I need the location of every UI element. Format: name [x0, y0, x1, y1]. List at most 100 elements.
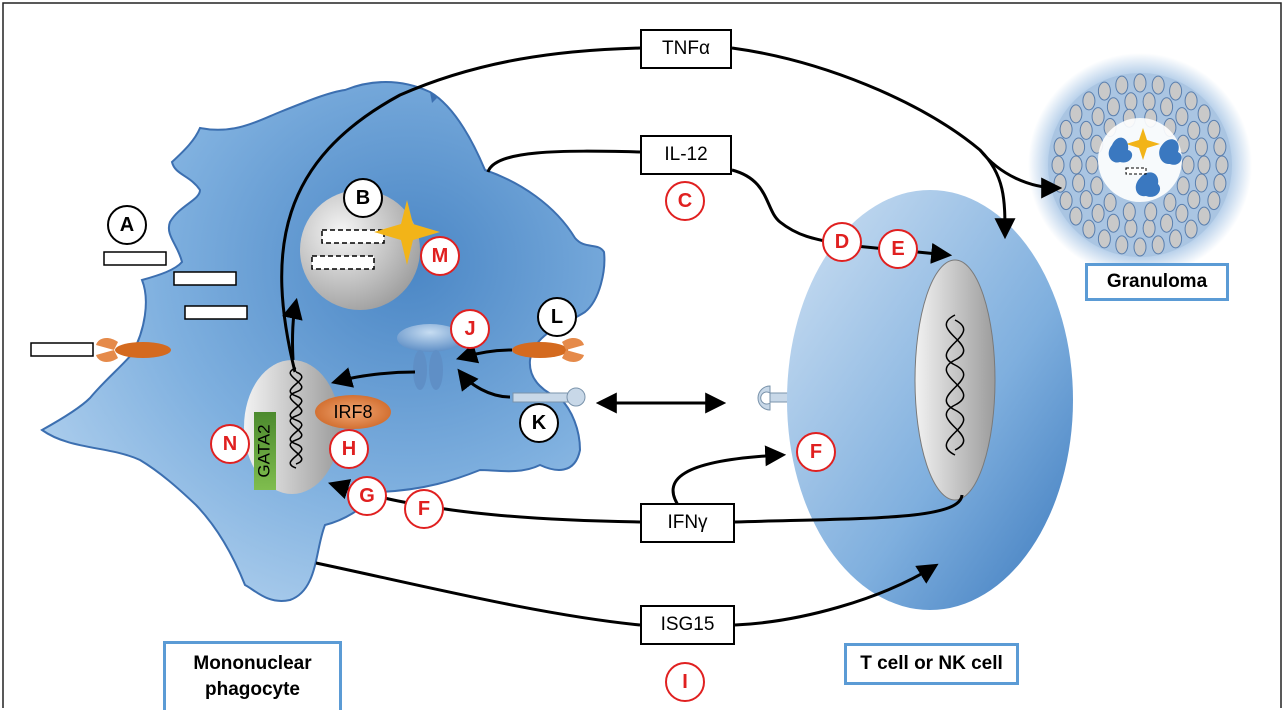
granuloma-cell: [1160, 97, 1174, 117]
granuloma-cell: [1091, 107, 1105, 127]
granuloma-cell: [1115, 235, 1129, 255]
granuloma-cell: [1079, 120, 1093, 140]
granuloma-cell: [1160, 213, 1174, 233]
granuloma-cell: [1187, 120, 1201, 140]
granuloma-cell: [1144, 202, 1158, 222]
granuloma-cell: [1187, 190, 1201, 210]
label-H: H: [329, 429, 369, 469]
pathway-arrows: [280, 46, 1063, 627]
label-C: C: [665, 181, 705, 221]
receptor-L: [512, 338, 584, 362]
tcell-dna-1: [945, 314, 965, 451]
granuloma-cell: [1169, 229, 1183, 249]
granuloma-cell: [1122, 202, 1136, 222]
granuloma-cell: [1163, 193, 1177, 212]
granuloma-cell: [1097, 229, 1111, 249]
cytokine-isg15: ISG15: [640, 605, 735, 645]
granuloma-cell: [1097, 81, 1111, 101]
granuloma-cell: [1181, 155, 1195, 175]
granuloma-cell: [1197, 104, 1211, 124]
granuloma-cell: [1175, 203, 1189, 223]
granuloma-cell: [1176, 176, 1190, 196]
label-J: J: [450, 309, 490, 349]
granuloma-cell: [1053, 137, 1067, 157]
granuloma-cell: [1091, 203, 1105, 223]
dna-helix-1: [289, 367, 303, 465]
cytokine-tnf: TNFα: [640, 29, 732, 69]
granuloma-cell: [1082, 219, 1096, 239]
granuloma-cell: [1215, 155, 1229, 175]
bacterium-in-phagosome-1: [321, 229, 385, 244]
granuloma-cell: [1072, 173, 1086, 193]
irf8-factor: IRF8: [315, 395, 391, 429]
granuloma-cell: [1194, 173, 1208, 193]
caption-tcell: T cell or NK cell: [844, 643, 1019, 685]
granuloma-cell: [1213, 173, 1227, 193]
label-E: E: [878, 229, 918, 269]
granuloma-cell: [1090, 176, 1104, 196]
bacterium-4: [30, 342, 94, 357]
phagosome: [300, 190, 420, 310]
label-M: M: [420, 236, 460, 276]
granuloma-cell: [1053, 173, 1067, 193]
tcell-nucleus: [914, 259, 996, 501]
label-L: L: [537, 297, 577, 337]
bacterium-in-phagosome-2: [311, 255, 375, 270]
granuloma-cell: [1124, 218, 1138, 238]
label-G: G: [347, 476, 387, 516]
membrane-receptor-left: [96, 338, 171, 362]
granuloma-cell: [1051, 155, 1065, 175]
label-N: N: [210, 424, 250, 464]
dna-helix-2: [289, 371, 303, 469]
caption-phagocyte-line2: phagocyte: [204, 679, 301, 700]
granuloma-cell: [1103, 193, 1117, 212]
bacterium-2: [173, 271, 237, 286]
label-F-tcell: F: [796, 432, 836, 472]
granuloma-cell: [1151, 235, 1165, 255]
caption-granuloma: Granuloma: [1085, 263, 1229, 301]
granuloma-cell: [1184, 219, 1198, 239]
label-D: D: [822, 222, 862, 262]
ros-star: [374, 200, 440, 265]
granuloma-cell: [1197, 206, 1211, 226]
granuloma-cell: [1079, 190, 1093, 210]
cytokine-il12: IL-12: [640, 135, 732, 175]
granuloma-cell: [1072, 137, 1086, 157]
granuloma-cell: [1085, 155, 1099, 175]
label-K: K: [519, 403, 559, 443]
bacterium-3: [184, 305, 248, 320]
granuloma-cell: [1133, 237, 1147, 257]
granuloma-cell: [1142, 92, 1156, 112]
granuloma-cell: [1197, 155, 1211, 175]
label-A: A: [107, 205, 147, 245]
granuloma-cell: [1106, 97, 1120, 117]
label-B: B: [343, 178, 383, 218]
granuloma-cell: [1115, 75, 1129, 95]
granuloma-cell: [1175, 107, 1189, 127]
granuloma-cell: [1082, 91, 1096, 111]
label-F-phagocyte: F: [404, 489, 444, 529]
granuloma-illustration: [1028, 53, 1252, 277]
bacterium-1: [103, 251, 167, 266]
granuloma-cell: [1069, 104, 1083, 124]
granuloma-cell: [1169, 81, 1183, 101]
caption-phagocyte-line1: Mononuclear: [193, 653, 312, 674]
pseudopod-tip: [430, 92, 437, 103]
granuloma-cell: [1207, 191, 1221, 211]
granuloma-cell: [1059, 191, 1073, 211]
phagocyte-cell: [40, 81, 606, 602]
granuloma-cell: [1124, 92, 1138, 112]
gata2-label: GATA2: [255, 424, 274, 478]
cytokine-ifng: IFNγ: [640, 503, 735, 543]
granuloma-cell: [1142, 218, 1156, 238]
granuloma-cell: [1184, 91, 1198, 111]
granuloma-cell: [1194, 137, 1208, 157]
granuloma-cell: [1207, 119, 1221, 139]
signaling-complex: [397, 324, 463, 390]
gata2-factor: GATA2: [254, 412, 276, 490]
ligand-K: [512, 387, 586, 407]
granuloma-cell: [1069, 155, 1083, 175]
